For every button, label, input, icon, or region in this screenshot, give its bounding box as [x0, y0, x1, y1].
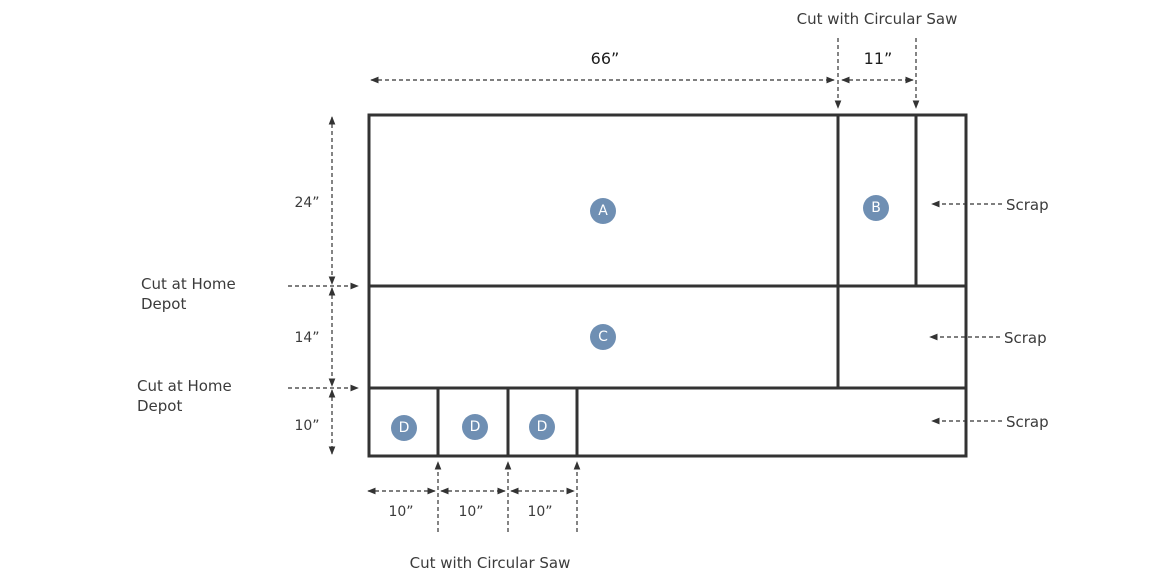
height-14-label: 14” — [294, 330, 319, 346]
height-24-label: 24” — [294, 195, 319, 211]
piece-d1-badge: D — [391, 415, 417, 441]
scrap-2-label: Scrap — [1004, 329, 1047, 347]
cut-circular-saw-bottom-label: Cut with Circular Saw — [410, 554, 571, 572]
cut-home-depot-2-line1: Cut at Home — [137, 377, 232, 395]
d2-width-label: 10” — [458, 504, 483, 520]
piece-d3-badge: D — [529, 414, 555, 440]
svg-text:B: B — [871, 200, 881, 216]
piece-d2-badge: D — [462, 414, 488, 440]
d1-width-label: 10” — [388, 504, 413, 520]
cut-home-depot-1-line1: Cut at Home — [141, 275, 236, 293]
svg-text:A: A — [598, 203, 608, 219]
piece-c-badge: C — [590, 324, 616, 350]
svg-text:D: D — [537, 419, 548, 435]
svg-text:D: D — [470, 419, 481, 435]
scrap-1-label: Scrap — [1006, 196, 1049, 214]
piece-b-badge: B — [863, 195, 889, 221]
svg-text:D: D — [399, 420, 410, 436]
cut-home-depot-1-line2: Depot — [141, 295, 186, 313]
svg-text:C: C — [598, 329, 608, 345]
width-66-label: 66” — [591, 49, 620, 68]
d3-width-label: 10” — [527, 504, 552, 520]
height-10-label: 10” — [294, 418, 319, 434]
width-11-label: 11” — [864, 49, 893, 68]
scrap-3-label: Scrap — [1006, 413, 1049, 431]
cut-home-depot-2-line2: Depot — [137, 397, 182, 415]
piece-a-badge: A — [590, 198, 616, 224]
cut-circular-saw-top-label: Cut with Circular Saw — [797, 10, 958, 28]
